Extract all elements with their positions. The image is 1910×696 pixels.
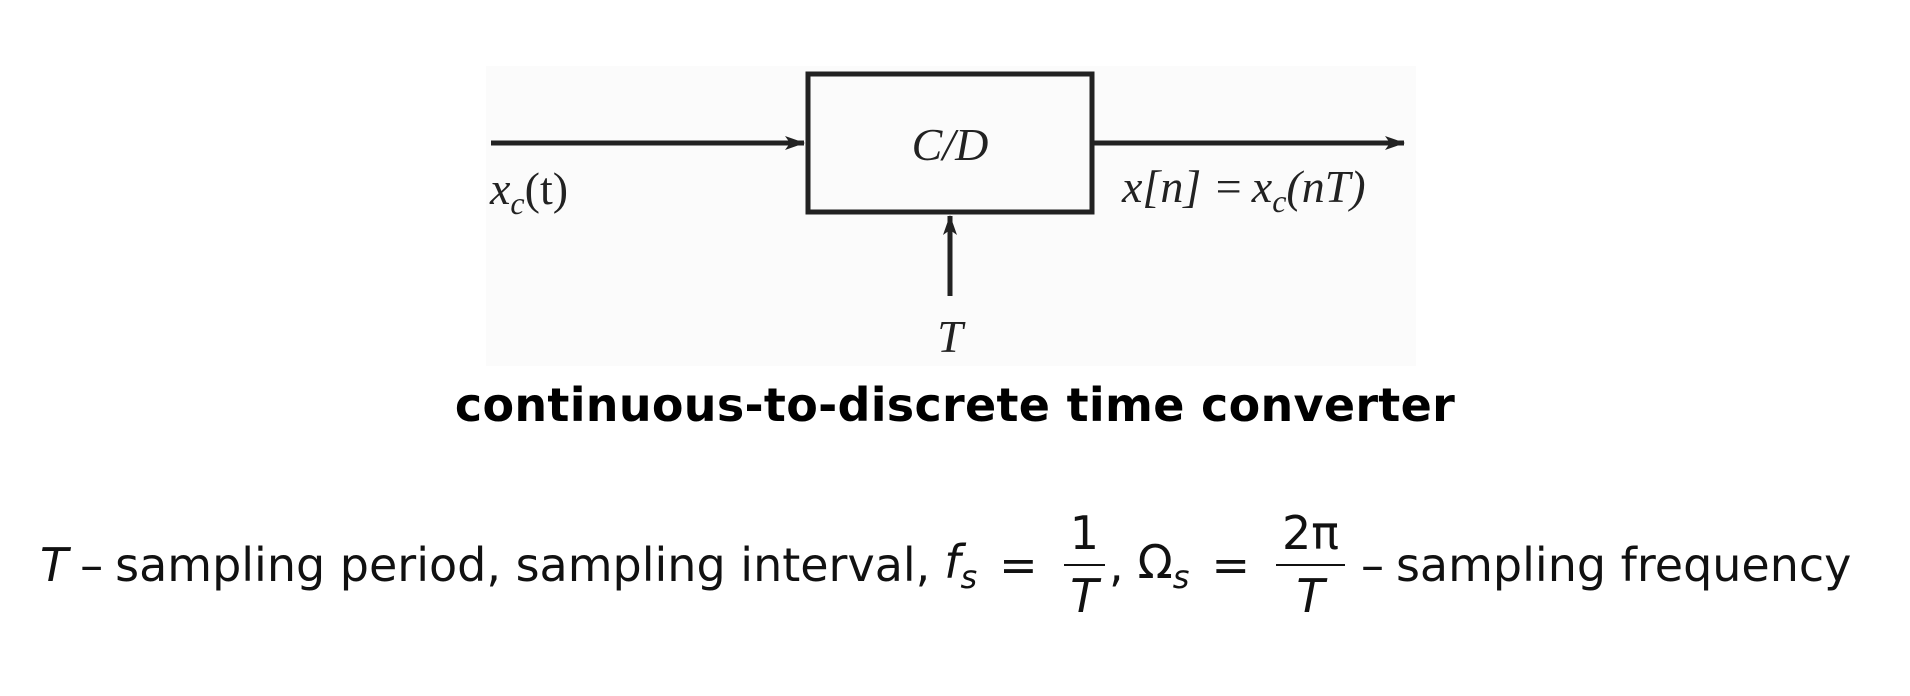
fraction-bar — [1063, 563, 1105, 567]
fs-fraction: 1 T — [1063, 506, 1105, 624]
diagram-caption: continuous-to-discrete time converter — [454, 378, 1456, 432]
dash-2: – — [1360, 538, 1384, 592]
block-label: C/D — [912, 119, 989, 170]
equals-sign-1: = — [999, 538, 1038, 592]
period-description: sampling period, sampling interval, — [115, 538, 931, 592]
fs-denominator: T — [1070, 569, 1099, 624]
input-signal-label: xc(t) — [489, 163, 568, 221]
omega-fraction: 2π T — [1276, 506, 1345, 624]
fs-numerator: 1 — [1069, 506, 1099, 561]
frequency-label: sampling frequency — [1395, 538, 1852, 592]
angular-frequency-symbol: Ωs — [1137, 534, 1190, 596]
sampling-period-label: T — [937, 311, 966, 362]
period-symbol: T — [40, 538, 69, 592]
omega-denominator: T — [1296, 569, 1325, 624]
equals-sign-2: = — [1211, 538, 1250, 592]
output-signal-label: x[n] =xc(nT) — [1121, 161, 1366, 219]
comma: , — [1109, 538, 1124, 592]
sampling-frequency-symbol: fs — [944, 534, 978, 596]
omega-numerator: 2π — [1282, 506, 1339, 561]
sampling-definition: T – sampling period, sampling interval, … — [40, 500, 1851, 630]
dash-1: – — [80, 538, 104, 592]
block-diagram: C/D xc(t) x[n] =xc(nT) T — [486, 66, 1416, 366]
fraction-bar — [1276, 563, 1345, 567]
